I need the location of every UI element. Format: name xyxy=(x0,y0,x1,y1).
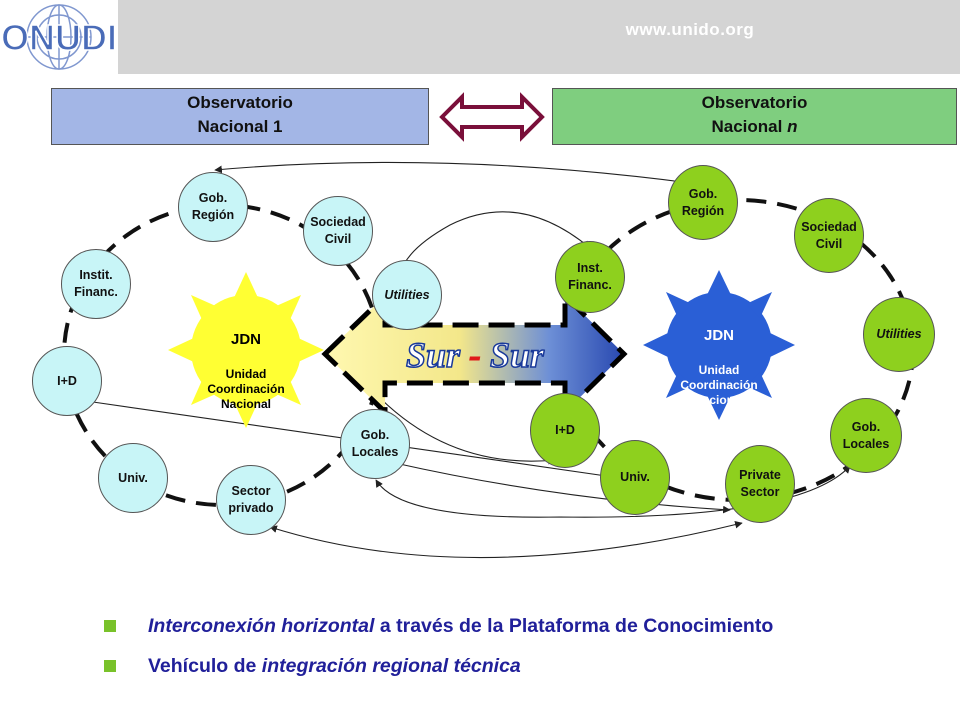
observatorio-nacional-1: Observatorio Nacional 1 xyxy=(51,88,429,145)
arrow-gob-locales-link xyxy=(375,465,851,518)
bullet-item-2: Vehículo de integración regional técnica xyxy=(104,646,954,686)
bullet-list: Interconexión horizontal a través de la … xyxy=(104,606,954,686)
observatorio-right-title: Observatorio xyxy=(701,93,808,112)
observatorio-right-subtitle: Nacional xyxy=(711,117,788,136)
left-node-i-d[interactable]: I+D xyxy=(32,346,102,416)
right-node-gob-locales[interactable]: Gob. Locales xyxy=(830,398,902,473)
right-node-gob-region[interactable]: Gob. Región xyxy=(668,165,738,240)
arrow-sector-privado-link xyxy=(269,520,743,559)
right-node-univ[interactable]: Univ. xyxy=(600,440,670,515)
double-arrow-observatories xyxy=(439,92,545,142)
bullet-1-italic: Interconexión horizontal xyxy=(148,614,375,637)
arrow-id-right-link xyxy=(374,392,556,465)
sur-text-right: Sur xyxy=(490,335,545,375)
left-node-sociedad-civil[interactable]: Sociedad Civil xyxy=(303,196,373,266)
jdn-left-sun xyxy=(168,272,324,428)
sur-sur-arrow: Sur - Sur xyxy=(321,290,628,418)
onudi-logo: ONUDI xyxy=(0,0,118,74)
bullet-marker-icon xyxy=(104,660,116,672)
website-url[interactable]: www.unido.org xyxy=(625,20,755,39)
right-node-inst-financ[interactable]: Inst. Financ. xyxy=(555,241,625,313)
sur-text-left: Sur xyxy=(406,335,461,375)
left-node-utilities[interactable]: Utilities xyxy=(372,260,442,330)
observatorio-left-subtitle: Nacional 1 xyxy=(197,117,283,136)
jdn-left-body: Unidad Coordinación Nacional xyxy=(207,367,285,411)
left-node-gob-region[interactable]: Gob. Región xyxy=(178,172,248,242)
sur-dash: - xyxy=(460,335,490,375)
arrow-gob-locales-private-link xyxy=(394,462,731,514)
svg-text:Sur - Sur: Sur - Sur xyxy=(406,335,545,375)
observatorio-right-n: n xyxy=(787,117,798,136)
observatorio-left-title: Observatorio xyxy=(187,93,293,112)
jdn-left-title: JDN xyxy=(230,331,261,348)
jdn-right-title: JDN xyxy=(703,327,734,344)
arrow-gob-region-link xyxy=(214,161,691,186)
logo-text: ONUDI xyxy=(1,17,117,58)
jdn-left-label: JDN Unidad Coordinación Nacional xyxy=(186,313,306,430)
jdn-right-sun xyxy=(643,270,795,420)
right-node-utilities[interactable]: Utilities xyxy=(863,297,935,372)
left-node-univ[interactable]: Univ. xyxy=(98,443,168,513)
right-node-private-sector[interactable]: Private Sector xyxy=(725,445,795,523)
bullet-2-italic: integración regional técnica xyxy=(261,654,521,677)
bullet-1-plain: a través de la Plataforma de Conocimient… xyxy=(374,614,774,637)
bullet-item-1: Interconexión horizontal a través de la … xyxy=(104,606,954,646)
left-node-sector-privado[interactable]: Sector privado xyxy=(216,465,286,535)
right-node-sociedad-civil[interactable]: Sociedad Civil xyxy=(794,198,864,273)
jdn-right-label: JDN Unidad Coordinación Nacional xyxy=(659,309,779,426)
connector-arrows xyxy=(92,161,851,559)
bullet-2-plain: Vehículo de xyxy=(148,654,262,677)
header-bar xyxy=(118,0,960,74)
left-node-instit-financ[interactable]: Instit. Financ. xyxy=(61,249,131,319)
observatorio-nacional-n: Observatorio Nacional n xyxy=(552,88,957,145)
bullet-marker-icon xyxy=(104,620,116,632)
jdn-right-body: Unidad Coordinación Nacional xyxy=(680,363,758,407)
right-node-i-d[interactable]: I+D xyxy=(530,393,600,468)
arrow-inst-financ-link xyxy=(397,211,591,276)
left-node-gob-locales[interactable]: Gob. Locales xyxy=(340,409,410,479)
